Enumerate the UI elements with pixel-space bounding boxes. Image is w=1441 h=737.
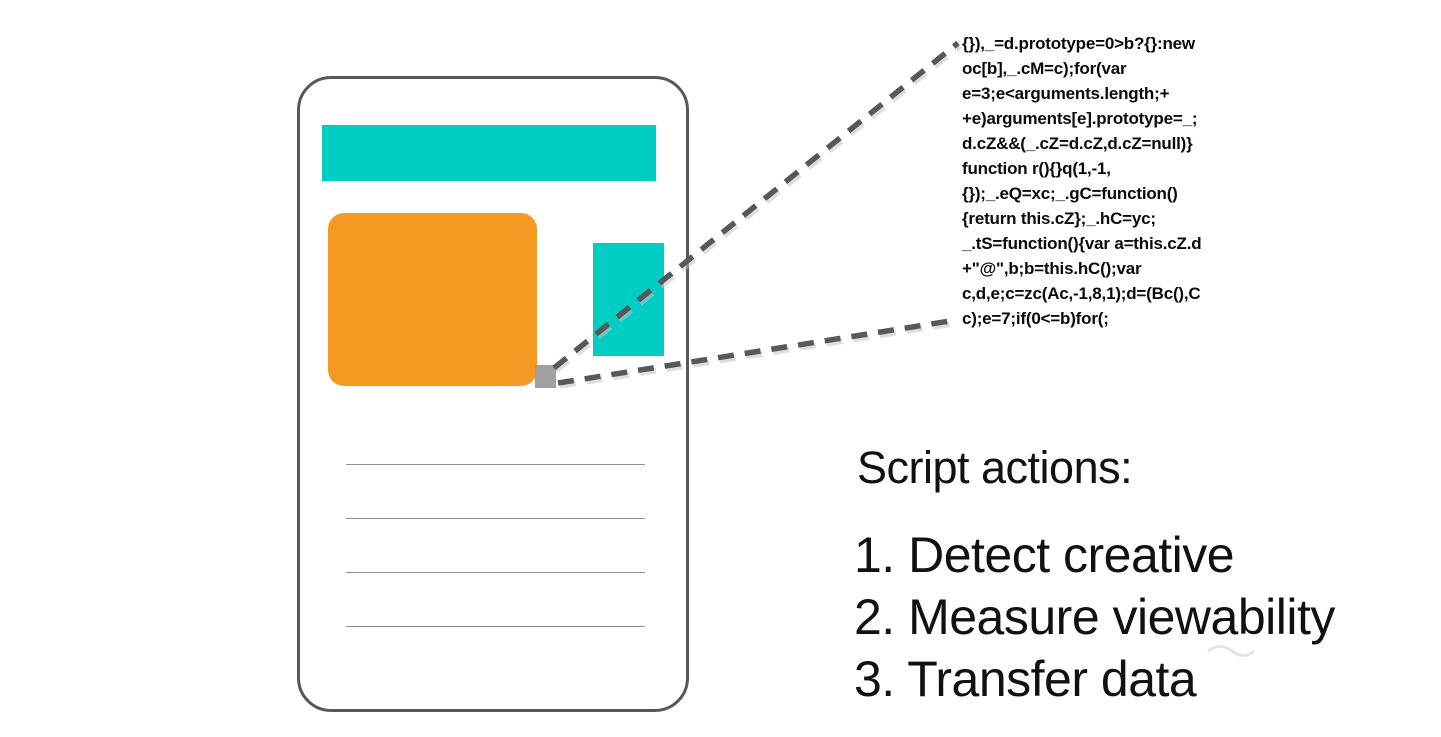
code-line: c,d,e;c=zc(Ac,-1,8,1);d=(Bc(),C	[962, 284, 1201, 303]
device-frame	[297, 76, 689, 712]
content-ruled-line	[346, 626, 645, 627]
script-action-item: 1. Detect creative	[854, 527, 1235, 583]
script-actions-list: 1. Detect creative 2. Measure viewability…	[854, 524, 1335, 710]
script-tag-pixel	[535, 365, 556, 388]
code-line: {return this.cZ};_.hC=yc;	[962, 209, 1156, 228]
content-ruled-line	[346, 518, 645, 519]
code-line: +e)arguments[e].prototype=_;	[962, 109, 1198, 128]
content-ruled-line	[346, 464, 645, 465]
script-code-block: {}),_=d.prototype=0>b?{}:new oc[b],_.cM=c…	[962, 31, 1262, 331]
code-line: c);e=7;if(0<=b)for(;	[962, 309, 1109, 328]
code-line: d.cZ&&(_.cZ=d.cZ,d.cZ=null)}	[962, 134, 1193, 153]
script-action-item: 3. Transfer data	[854, 651, 1197, 707]
script-actions-heading: Script actions:	[857, 442, 1133, 493]
banner-ad-placeholder	[322, 125, 656, 181]
code-line: e=3;e<arguments.length;+	[962, 84, 1170, 103]
creative-ad-placeholder	[328, 213, 537, 386]
content-ruled-line	[346, 572, 645, 573]
code-line: oc[b],_.cM=c);for(var	[962, 59, 1127, 78]
code-line: +"@",b;b=this.hC();var	[962, 259, 1142, 278]
side-ad-placeholder	[593, 243, 664, 356]
script-action-item: 2. Measure viewability	[854, 589, 1335, 645]
code-line: {});_.eQ=xc;_.gC=function()	[962, 184, 1178, 203]
code-line: function r(){}q(1,-1,	[962, 159, 1111, 178]
code-line: _.tS=function(){var a=this.cZ.d	[962, 234, 1202, 253]
code-line: {}),_=d.prototype=0>b?{}:new	[962, 34, 1195, 53]
